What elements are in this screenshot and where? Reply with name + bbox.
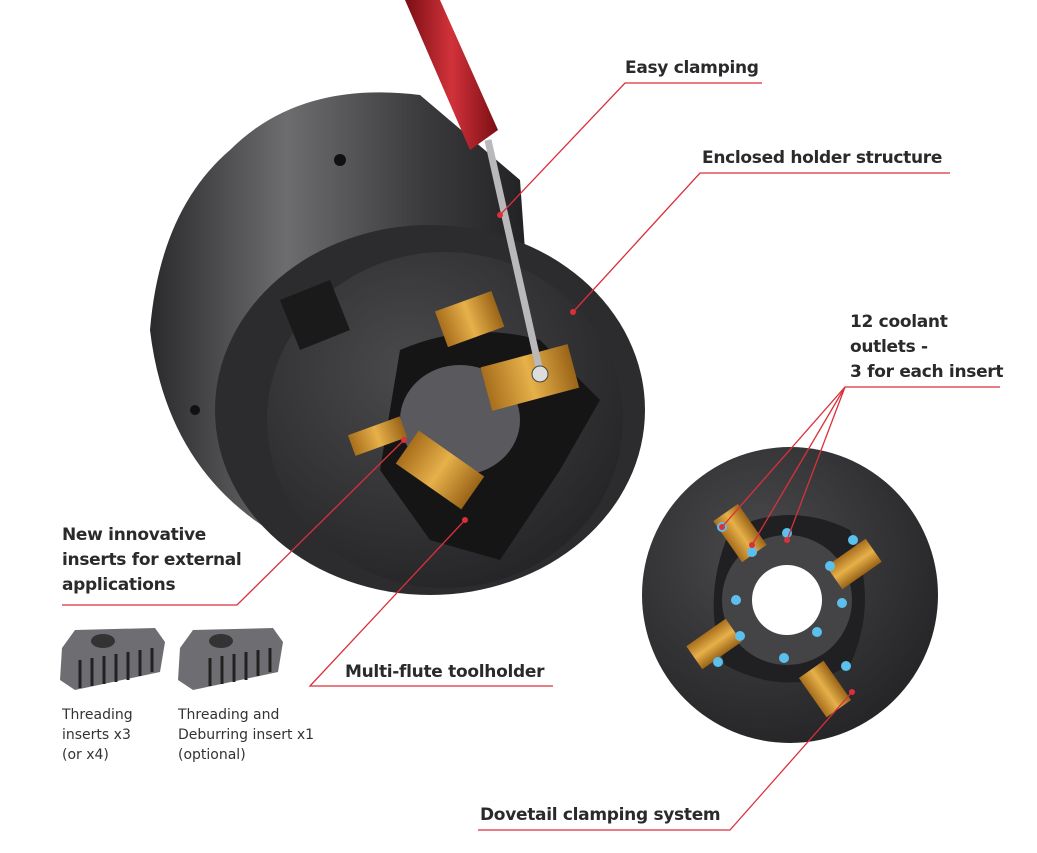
caption-threading-inserts: Threading inserts x3 (or x4) [62,705,133,765]
coolant-line-3: 3 for each insert [850,362,1004,382]
callout-enclosed-holder: Enclosed holder structure [702,148,943,168]
threading-insert-image [60,628,165,690]
coolant-line-2: outlets - [850,337,928,357]
new-inserts-line-2: inserts for external [62,550,242,570]
caption-line: Threading [62,707,133,723]
screwdriver [405,0,549,383]
coolant-line-1: 12 coolant [850,312,948,332]
caption-line: (optional) [178,747,246,763]
callout-dots [401,212,855,695]
callout-easy-clamping: Easy clamping [625,58,759,78]
callout-dovetail: Dovetail clamping system [480,805,721,825]
caption-line: (or x4) [62,747,109,763]
new-inserts-line-3: applications [62,575,176,595]
callout-multi-flute: Multi-flute toolholder [345,662,545,682]
toolholder-3d [150,92,645,595]
leader-lines [62,82,1000,831]
caption-line: Deburring insert x1 [178,727,315,743]
caption-line: Threading and [178,707,280,723]
caption-deburring-insert: Threading and Deburring insert x1 (optio… [178,705,314,765]
callout-coolant-outlets: 12 coolant outlets - 3 for each insert [850,310,1004,385]
callout-new-inserts: New innovative inserts for external appl… [62,523,242,598]
caption-line: inserts x3 [62,727,131,743]
deburring-insert-image [178,628,283,690]
toolholder-front-view [642,447,938,743]
new-inserts-line-1: New innovative [62,525,207,545]
